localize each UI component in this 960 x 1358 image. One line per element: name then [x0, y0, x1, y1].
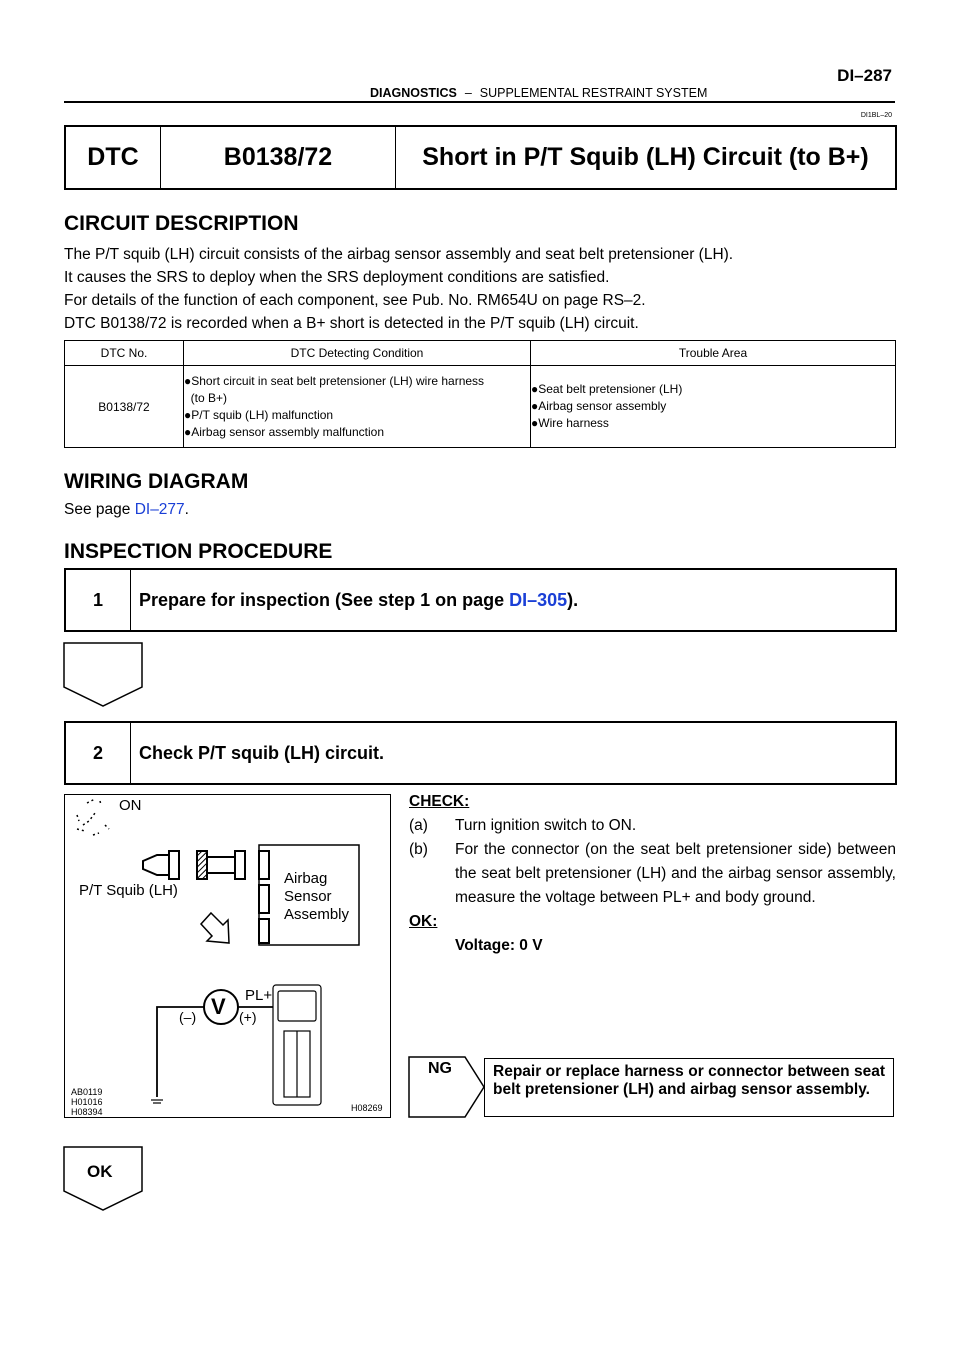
check-item-a: (a) Turn ignition switch to ON. — [409, 814, 896, 838]
pl-plus-label: PL+ — [245, 987, 273, 1004]
circuit-line: The P/T squib (LH) circuit consists of t… — [64, 246, 734, 263]
trouble-area-item: ●Wire harness — [531, 416, 609, 430]
circuit-line: For details of the function of each comp… — [64, 292, 646, 309]
dtc-no-cell: B0138/72 — [64, 365, 184, 448]
table-header-row: DTC No. DTC Detecting Condition Trouble … — [64, 340, 896, 366]
check-section: CHECK: (a) Turn ignition switch to ON. (… — [409, 790, 896, 958]
sensor-label: Airbag Sensor Assembly — [284, 870, 349, 924]
item-text: Turn ignition switch to ON. — [455, 817, 637, 834]
inspection-procedure-heading: INSPECTION PROCEDURE — [64, 540, 333, 563]
sensor-label-line: Airbag — [284, 870, 328, 887]
diagram-drawing — [76, 798, 360, 1106]
sensor-label-line: Assembly — [284, 906, 350, 923]
condition-item: ●Short circuit in seat belt pretensioner… — [184, 373, 485, 388]
wiring-text-end: . — [184, 501, 189, 518]
condition-item: (to B+) — [184, 390, 228, 405]
pointer-arrow-icon — [199, 911, 230, 944]
positive-label: (+) — [239, 1009, 257, 1025]
figure-number: H08269 — [351, 1103, 383, 1113]
flow-arrow-icon — [63, 642, 143, 707]
circuit-line: DTC B0138/72 is recorded when a B+ short… — [64, 315, 639, 332]
step1-text: Prepare for inspection (See step 1 on pa… — [139, 589, 510, 610]
dtc-label: DTC — [66, 127, 161, 188]
header-dash: – — [464, 86, 472, 100]
circuit-description-heading: CIRCUIT DESCRIPTION — [64, 212, 299, 235]
table-header: DTC No. — [64, 340, 184, 366]
figure-code: H08394 — [71, 1107, 103, 1117]
trouble-area-item: ●Airbag sensor assembly — [531, 399, 667, 413]
page-header: DIAGNOSTICS–SUPPLEMENTAL RESTRAINT SYSTE… — [370, 86, 707, 100]
dtc-title: Short in P/T Squib (LH) Circuit (to B+) — [422, 143, 869, 171]
doc-code: DI1BL–20 — [860, 112, 892, 119]
step1-page-link[interactable]: DI–305 — [509, 589, 568, 610]
circuit-description: The P/T squib (LH) circuit consists of t… — [64, 243, 904, 335]
table-header: DTC Detecting Condition — [183, 340, 531, 366]
figure-code: AB0119 — [71, 1087, 103, 1097]
voltmeter-label: V — [211, 994, 226, 1019]
wiring-diagram-heading: WIRING DIAGRAM — [64, 470, 249, 493]
page-number: DI–287 — [837, 66, 892, 85]
negative-lead — [156, 1006, 204, 1097]
figure-code: H01016 — [71, 1097, 103, 1107]
table-header: Trouble Area — [530, 340, 896, 366]
ok-arrow-icon — [63, 1146, 143, 1211]
check-label: CHECK: — [409, 793, 470, 810]
check-item-b: (b) For the connector (on the seat belt … — [409, 838, 896, 910]
dtc-title-box: DTC B0138/72 Short in P/T Squib (LH) Cir… — [64, 125, 897, 190]
item-label: (b) — [409, 841, 428, 858]
header-subsection: SUPPLEMENTAL RESTRAINT SYSTEM — [479, 86, 708, 100]
wiring-text: See page — [64, 501, 135, 518]
item-text: For the connector (on the seat belt pret… — [455, 841, 896, 906]
table-row: B0138/72 ●Short circuit in seat belt pre… — [64, 365, 896, 448]
step-2-box: 2 Check P/T squib (LH) circuit. — [64, 721, 897, 785]
pretensioner-connector-icon — [272, 984, 322, 1106]
step1-text-end: ). — [567, 589, 579, 610]
condition-cell: ●Short circuit in seat belt pretensioner… — [183, 365, 531, 448]
step-number: 2 — [66, 723, 131, 783]
negative-label: (–) — [179, 1009, 197, 1025]
step-1-box: 1 Prepare for inspection (See step 1 on … — [64, 568, 897, 632]
airbag-sensor-box — [258, 844, 360, 946]
ok-label: OK: — [409, 913, 438, 930]
trouble-area-item: ●Seat belt pretensioner (LH) — [531, 382, 683, 396]
ng-label: NG — [428, 1060, 452, 1077]
dtc-table: DTC No. DTC Detecting Condition Trouble … — [64, 340, 896, 448]
step-title: Prepare for inspection (See step 1 on pa… — [131, 590, 578, 611]
condition-item: ●P/T squib (LH) malfunction — [184, 407, 334, 422]
squib-label: P/T Squib (LH) — [79, 882, 178, 899]
circuit-diagram: ON P/T Squib (LH) Airbag Sensor Assembly… — [64, 794, 391, 1118]
ignition-on-label: ON — [119, 797, 142, 814]
circuit-line: It causes the SRS to deploy when the SRS… — [64, 269, 610, 286]
ignition-switch-icon — [76, 798, 110, 836]
condition-item: ●Airbag sensor assembly malfunction — [184, 424, 385, 439]
item-label: (a) — [409, 817, 428, 834]
trouble-area-cell: ●Seat belt pretensioner (LH) ●Airbag sen… — [530, 365, 896, 448]
step-title: Check P/T squib (LH) circuit. — [139, 742, 385, 763]
ng-arrow-icon — [408, 1056, 485, 1118]
ok-result-label: OK — [87, 1162, 113, 1181]
connector-icon — [142, 850, 246, 880]
ok-value: Voltage: 0 V — [455, 937, 543, 954]
ground-icon — [151, 1099, 163, 1104]
sensor-label-line: Sensor — [284, 888, 332, 905]
figure-codes: AB0119 H01016 H08394 — [71, 1087, 103, 1117]
step-number: 1 — [66, 570, 131, 630]
dtc-code: B0138/72 — [161, 127, 396, 188]
wiring-page-link[interactable]: DI–277 — [134, 501, 185, 518]
ng-action: Repair or replace harness or connector b… — [484, 1058, 894, 1117]
header-section: DIAGNOSTICS — [370, 86, 457, 100]
wiring-see-page: See page DI–277. — [64, 498, 904, 521]
header-rule — [64, 101, 895, 103]
